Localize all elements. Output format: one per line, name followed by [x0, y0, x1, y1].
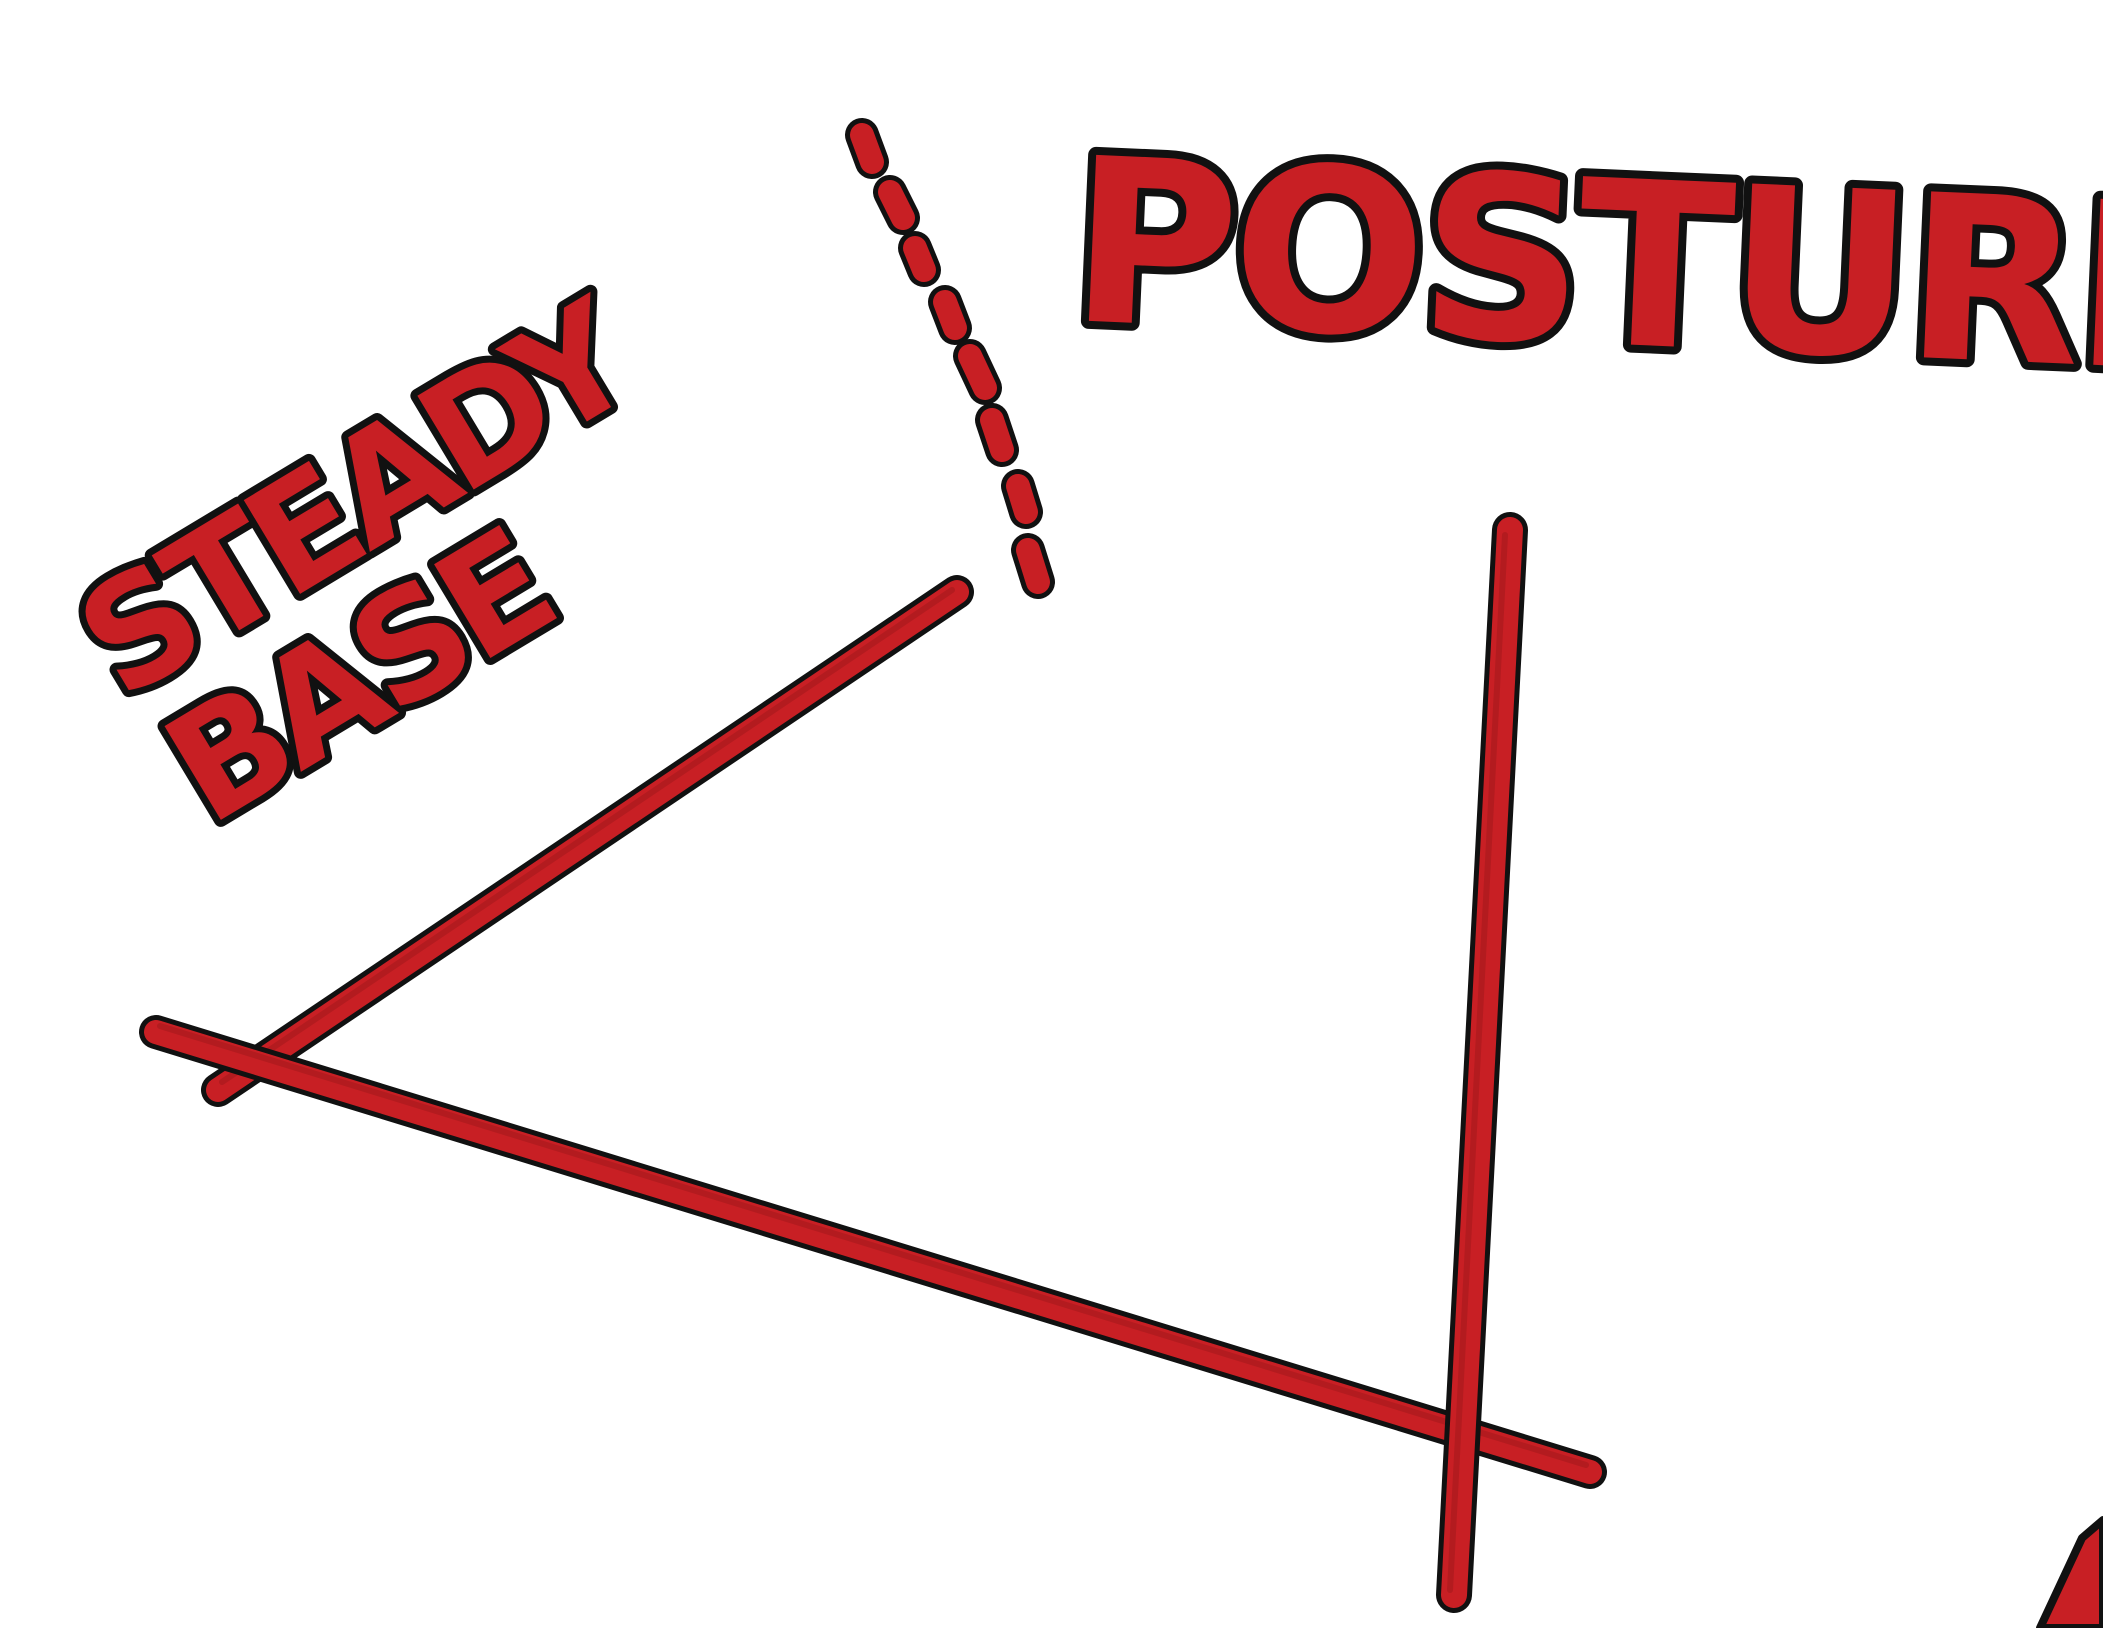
posture-label: POSTURE — [1066, 108, 2103, 424]
dotted-guide-line — [845, 118, 1055, 599]
steady-base-label: STEADY BASE — [44, 260, 673, 865]
corner-red-shape — [2036, 1516, 2103, 1632]
diagonal-base-line — [201, 575, 974, 1107]
bottom-base-line — [139, 1015, 1607, 1489]
vertical-posture-line — [1436, 512, 1528, 1613]
